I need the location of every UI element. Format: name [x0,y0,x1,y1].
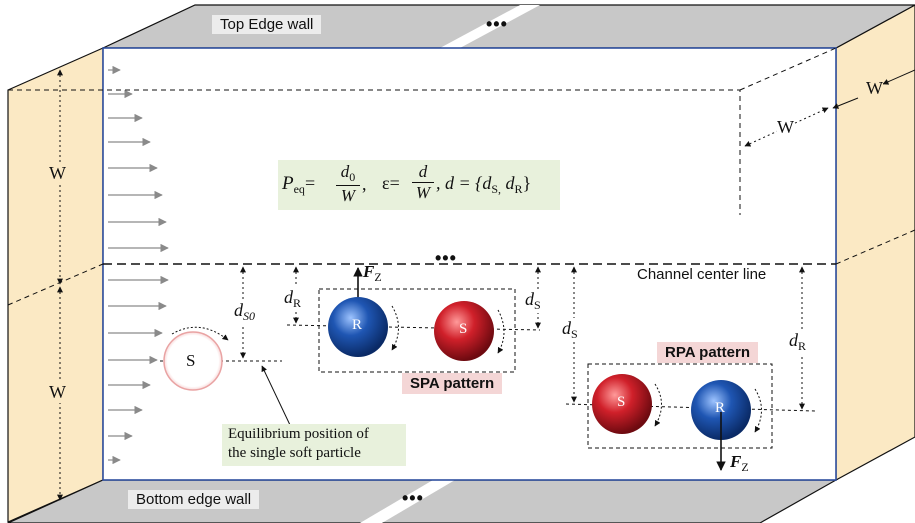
top-ellipsis: ••• [486,14,508,34]
equilibrium-note: Equilibrium position of the single soft … [222,424,406,466]
fraction-2-denominator: W [415,183,431,202]
d-set: , d = {dS, dR} [436,173,532,196]
w-label-right: W [866,78,883,99]
rpa-pattern-box [587,363,773,449]
center-ellipsis: ••• [435,248,457,268]
fraction-1-denominator: W [340,186,356,205]
rpa-r-label: R [715,400,726,416]
equation-lhs: Peq= [282,173,315,197]
equilibrium-pointer [261,365,291,426]
fraction-1: d0 W [336,162,360,206]
equilibrium-line-2: the single soft particle [228,445,361,461]
epsilon-lhs: ε= [382,173,400,194]
equation-box: Peq= d0 W , ε= d W , d = {dS, dR} [278,160,560,210]
spa-particle-s [434,301,494,361]
w-label-top: W [49,163,66,184]
spa-rotation-s [497,309,505,354]
spa-pattern-label: SPA pattern [402,373,503,394]
spa-dr-label: dR [284,287,302,311]
rpa-particle-r [691,380,751,440]
comma-1: , [362,174,367,194]
spa-particle-r [328,297,388,357]
equals-sign: = [304,173,316,193]
spa-s-label: S [459,321,468,337]
bottom-ellipsis: ••• [402,488,424,508]
top-wall-break [440,5,540,48]
spa-r-label: R [352,317,363,333]
single-rotation-arrow [171,326,229,341]
single-particle-label: S [186,351,196,370]
w-label-depth: W [777,117,794,138]
bottom-wall-label: Bottom edge wall [128,490,260,509]
rpa-particle-s [592,374,652,434]
rpa-rotation-s [654,383,662,427]
rpa-force-label: FZ [730,452,749,474]
w-dimension-right-tail [882,69,915,85]
rpa-dr-label: dR [789,330,807,354]
equals-sign-2: = [389,173,400,193]
rpa-rotation-r [754,388,762,433]
flow-profile [108,65,169,465]
ds0-label: dS0 [234,300,255,324]
center-line-label: Channel center line [637,266,767,283]
right-side-face [835,4,915,482]
rpa-s-label: S [617,394,626,410]
w-dimension-right [832,97,859,109]
spa-ds-label: dS [525,289,541,313]
top-wall-label: Top Edge wall [212,15,322,34]
epsilon-symbol: ε [382,173,390,193]
equilibrium-line-1: Equilibrium position of [228,426,369,442]
single-soft-particle [163,331,223,391]
fraction-1-numerator: d0 [336,162,360,186]
fraction-2-numerator: d [412,162,434,183]
left-side-face [7,47,104,523]
rpa-pattern-label: RPA pattern [657,342,759,363]
fraction-2: d W [412,162,434,203]
p-symbol: P [282,173,294,194]
w-label-bottom: W [49,382,66,403]
bottom-wall-break [360,480,455,523]
rpa-ds-label: dS [562,318,578,342]
spa-force-label: FZ [363,262,382,284]
eq-subscript: eq [293,182,305,196]
spa-pattern-box [318,288,516,373]
